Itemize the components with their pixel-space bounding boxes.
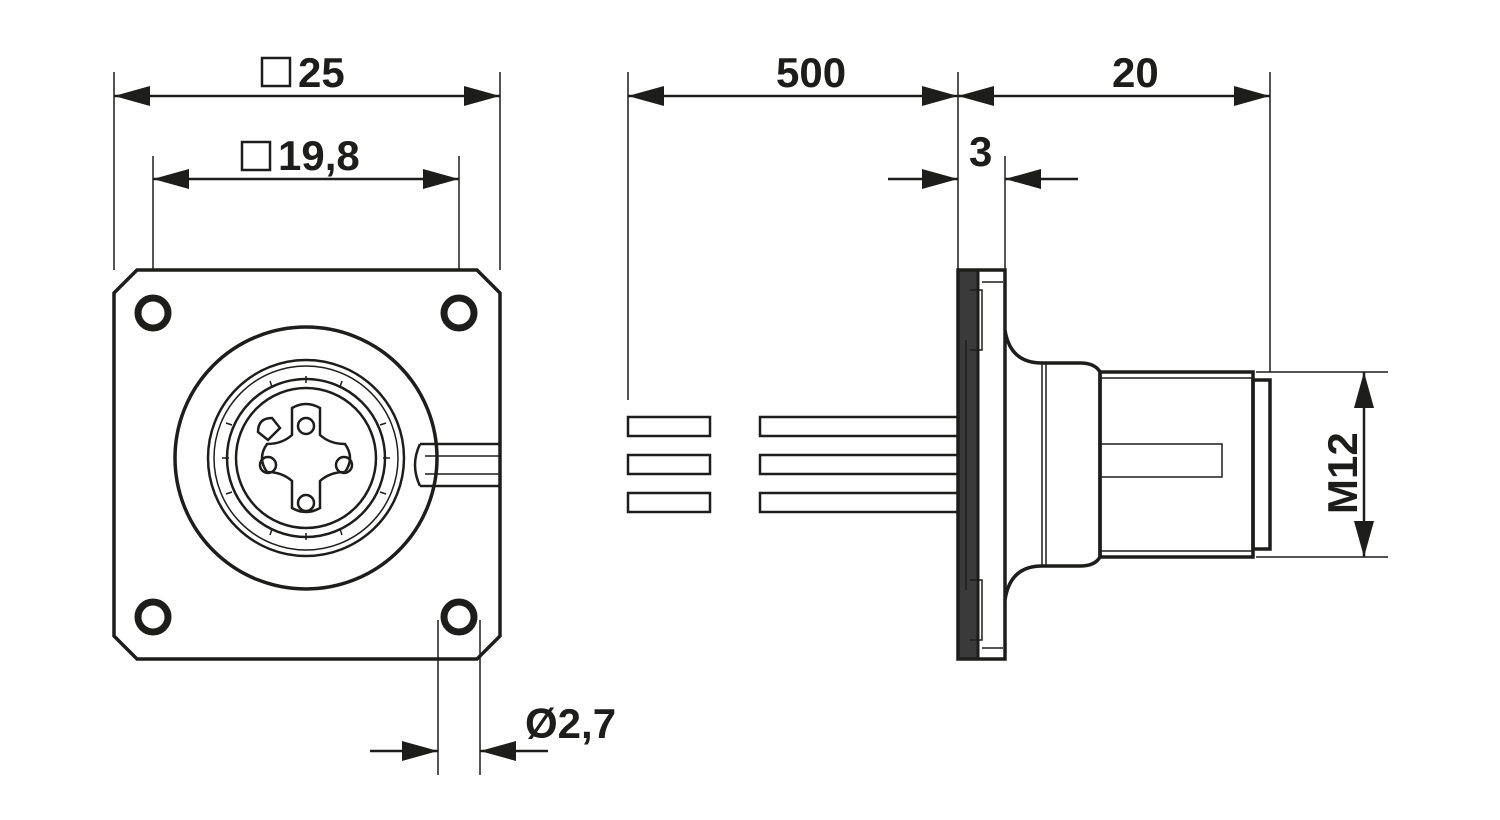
front-view <box>112 268 502 661</box>
connector-second-ring <box>206 358 406 558</box>
side-flange-gasket <box>956 268 980 661</box>
dimension-diameter-2-7: Ø2,7 <box>370 620 616 775</box>
contact-pin-top <box>296 416 316 436</box>
dimension-20: 20 <box>958 49 1271 372</box>
mounting-hole-bottom-right <box>440 598 478 636</box>
side-coding-slot <box>1100 443 1223 478</box>
side-neck <box>1003 329 1102 601</box>
dimension-20-label: 20 <box>1112 49 1159 96</box>
connector-segment-ticks <box>222 376 390 540</box>
side-wires <box>626 415 960 514</box>
side-front-face <box>1251 378 1272 551</box>
dimension-19-8-label: 19,8 <box>278 132 360 179</box>
square-icon <box>260 56 292 88</box>
dimension-m12: M12 <box>1256 371 1388 558</box>
front-flange-outline <box>112 268 502 661</box>
wire-1-near <box>758 415 960 438</box>
wire-2-far <box>626 453 712 476</box>
front-cable <box>413 442 500 488</box>
contact-pin-bottom <box>296 493 316 513</box>
contact-pin-right <box>334 455 354 475</box>
dimension-500: 500 <box>627 49 959 400</box>
dimension-3-label: 3 <box>969 128 992 175</box>
dimension-3: 3 <box>888 128 1078 270</box>
dimension-25-label: 25 <box>298 49 345 96</box>
mounting-hole-top-right <box>440 294 478 332</box>
connector-inner-ring <box>225 377 387 539</box>
connector-core-ring <box>234 386 378 530</box>
dimension-25: 25 <box>113 49 501 270</box>
connector-third-ring <box>213 365 399 551</box>
mounting-hole-bottom-left <box>134 598 172 636</box>
coding-key <box>256 416 282 442</box>
mounting-hole-top-left <box>134 294 172 332</box>
mounting-holes <box>134 294 478 636</box>
connector-outer-ring <box>173 325 439 591</box>
dimension-diameter-label: Ø2,7 <box>525 700 616 747</box>
wire-1-far <box>626 415 712 438</box>
wire-3-far <box>626 491 712 514</box>
dimension-m12-label: M12 <box>1319 432 1366 514</box>
square-icon <box>240 140 272 172</box>
wire-3-near <box>758 491 960 514</box>
contact-pin-left <box>258 455 278 475</box>
contact-insert-cross <box>260 402 352 514</box>
wire-2-near <box>758 453 960 476</box>
contact-pins <box>258 416 354 513</box>
side-view <box>626 268 1272 661</box>
side-thread-body <box>1098 370 1255 559</box>
dimension-500-label: 500 <box>776 49 846 96</box>
dimension-19-8: 19,8 <box>152 132 460 270</box>
